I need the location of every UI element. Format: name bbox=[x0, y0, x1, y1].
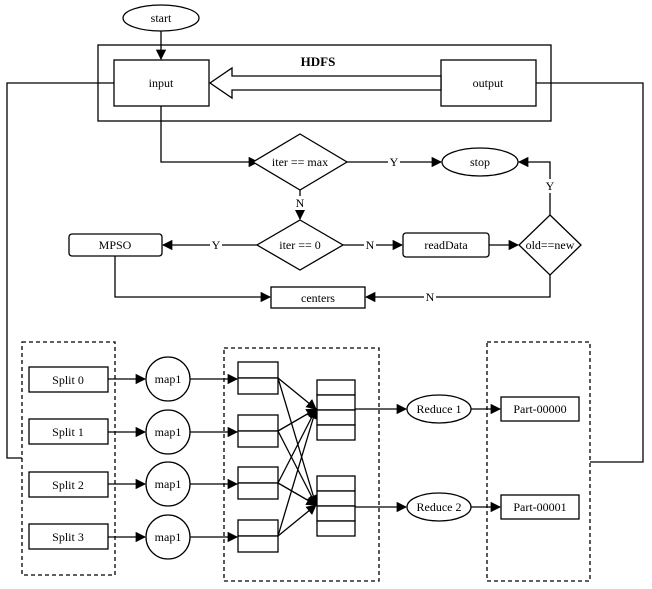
old-new-label: old==new bbox=[526, 238, 575, 252]
centers-label: centers bbox=[301, 291, 335, 305]
part-box bbox=[500, 494, 580, 520]
split-label: Split 0 bbox=[52, 373, 84, 387]
map-label: map1 bbox=[155, 530, 182, 544]
reduce-label: Reduce 1 bbox=[417, 402, 462, 416]
mpso-to-centers-arrow bbox=[114, 256, 272, 303]
hdfs-transfer-arrow bbox=[208, 66, 442, 100]
reduce-input-buffer bbox=[316, 475, 356, 537]
iter-zero-diamond bbox=[255, 219, 345, 271]
split-label: Split 1 bbox=[52, 425, 84, 439]
shuffle-lines bbox=[277, 377, 319, 537]
split-label: Split 3 bbox=[52, 530, 84, 544]
input-label: input bbox=[149, 76, 174, 90]
oldnew-to-centers-arrow bbox=[364, 275, 551, 303]
itermax-yes-label: Y bbox=[390, 155, 399, 169]
shuffle-group bbox=[223, 347, 380, 582]
map-label: map1 bbox=[155, 372, 182, 386]
itermax-no-label: N bbox=[296, 196, 305, 210]
part-group bbox=[486, 341, 591, 582]
reduce-input-buffer bbox=[316, 379, 356, 441]
iter-zero-label: iter == 0 bbox=[279, 238, 321, 252]
input-split-loop-line bbox=[6, 82, 114, 459]
part-box bbox=[500, 396, 580, 422]
iterzero-yes-label: Y bbox=[212, 238, 221, 252]
iterzero-no-label: N bbox=[366, 238, 375, 252]
iter-max-label: iter == max bbox=[272, 155, 328, 169]
part-label: Part-00001 bbox=[513, 500, 566, 514]
split-box bbox=[28, 523, 109, 550]
mpso-label: MPSO bbox=[99, 238, 132, 252]
split-label: Split 2 bbox=[52, 478, 84, 492]
split-box bbox=[28, 418, 109, 445]
map-label: map1 bbox=[155, 425, 182, 439]
map-output-buffer bbox=[237, 519, 279, 553]
output-label: output bbox=[473, 76, 504, 90]
map-output-buffer bbox=[237, 466, 279, 500]
output-part-loop-line bbox=[536, 82, 644, 463]
oldnew-to-stop-arrow bbox=[517, 156, 551, 215]
oldnew-yes-label: Y bbox=[546, 179, 555, 193]
stop-label: stop bbox=[470, 155, 490, 169]
output-box bbox=[440, 59, 537, 107]
oldnew-no-label: N bbox=[426, 290, 435, 304]
input-box bbox=[113, 59, 210, 107]
part-label: Part-00000 bbox=[513, 402, 566, 416]
centers-box bbox=[270, 286, 366, 309]
start-label: start bbox=[151, 11, 172, 25]
hdfs-label: HDFS bbox=[301, 54, 336, 69]
map-label: map1 bbox=[155, 477, 182, 491]
reduce-label: Reduce 2 bbox=[417, 500, 462, 514]
map-output-buffer bbox=[237, 361, 279, 395]
readdata-label: readData bbox=[424, 238, 468, 252]
split-group bbox=[21, 341, 116, 576]
input-to-itermax-arrow bbox=[160, 106, 260, 168]
map-output-buffer bbox=[237, 414, 279, 448]
